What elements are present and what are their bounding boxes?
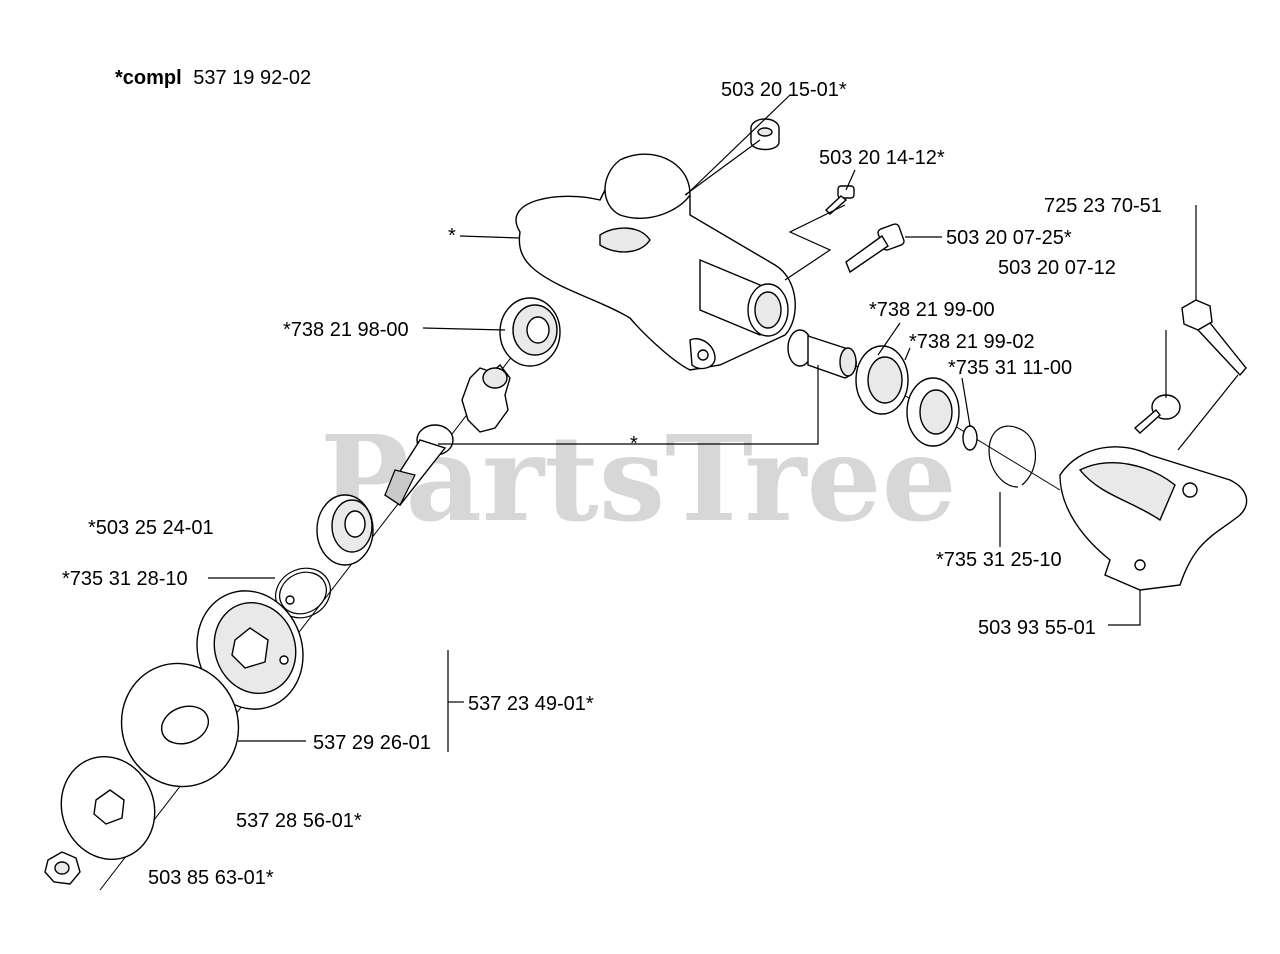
screw-small — [824, 185, 855, 215]
header-prefix: *compl — [115, 67, 182, 89]
label-housing: * — [448, 225, 456, 247]
header-number: 537 19 92-02 — [193, 67, 311, 89]
bearing-lower — [316, 494, 374, 566]
bolt — [1181, 299, 1247, 377]
disc-small — [60, 755, 156, 861]
label-guard: 503 93 55-01 — [978, 617, 1096, 639]
label-circlip-right: *735 31 25-10 — [936, 549, 1062, 571]
plug — [750, 118, 780, 151]
bearing-upper — [499, 297, 561, 367]
label-screw-long-a: 503 20 07-25* — [946, 227, 1072, 249]
label-bearing-right-b: *738 21 99-02 — [909, 331, 1035, 353]
disc-large — [120, 662, 240, 788]
guard — [1059, 446, 1248, 591]
label-ring-lower: *735 31 28-10 — [62, 568, 188, 590]
label-gear-group: * — [630, 433, 638, 455]
nut — [44, 851, 81, 885]
circlip-right — [988, 425, 1036, 488]
label-disc-small: 537 28 56-01* — [236, 810, 362, 832]
label-bearing-upper: *738 21 98-00 — [283, 319, 409, 341]
label-screw-small: 503 20 14-12* — [819, 147, 945, 169]
drive-disc — [196, 590, 304, 710]
label-ring-small: *735 31 11-00 — [948, 357, 1072, 379]
label-nut: 503 85 63-01* — [148, 867, 274, 889]
bearing-right-2 — [906, 377, 960, 447]
assembly-header: *compl 537 19 92-02 — [115, 67, 311, 89]
label-assembly: 537 23 49-01* — [468, 693, 594, 715]
gear-housing — [515, 153, 796, 371]
label-disc-large: 537 29 26-01 — [313, 732, 431, 754]
label-plug: 503 20 15-01* — [721, 79, 847, 101]
pinion — [787, 329, 857, 379]
leader-lines — [208, 94, 1239, 752]
label-bearing-lower: *503 25 24-01 — [88, 517, 214, 539]
screw-long — [845, 223, 905, 274]
bearing-right-1 — [855, 345, 909, 415]
label-bolt: 725 23 70-51 — [1044, 195, 1162, 217]
guard-screw — [1133, 394, 1181, 434]
label-screw-long-b: 503 20 07-12 — [998, 257, 1116, 279]
ring-small — [962, 425, 978, 451]
part-labels: 503 20 15-01* 503 20 14-12* * 503 20 07-… — [62, 79, 1162, 889]
gear-shaft — [384, 363, 511, 506]
label-bearing-right-a: *738 21 99-00 — [869, 299, 995, 321]
